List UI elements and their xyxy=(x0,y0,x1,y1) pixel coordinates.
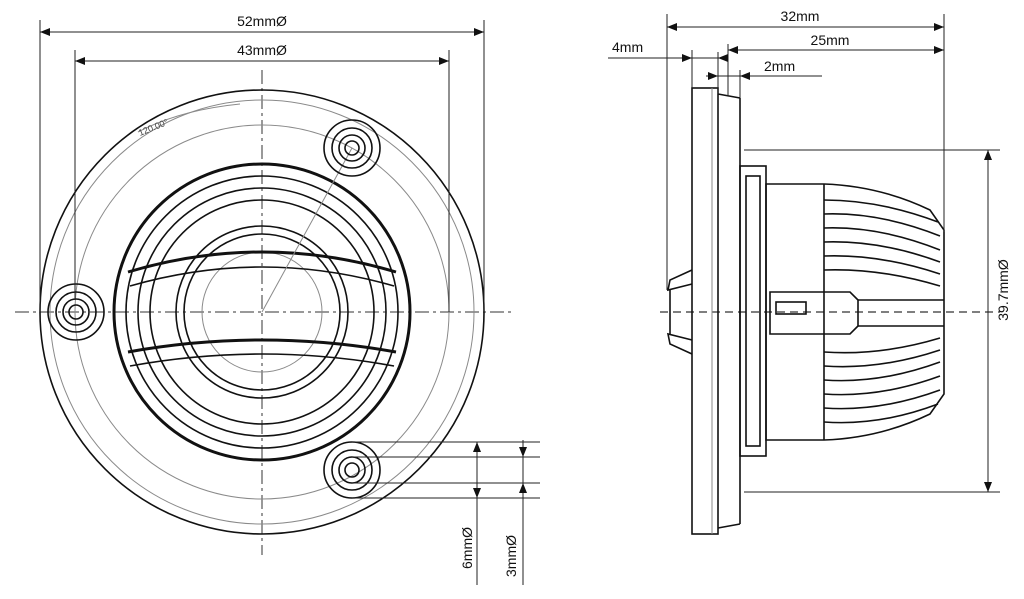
side-body xyxy=(765,183,945,441)
dome-ring-outer xyxy=(175,225,349,399)
radial-line xyxy=(261,147,353,313)
dome-ring-inner xyxy=(183,233,341,391)
angle-label: 120.00° xyxy=(137,117,170,138)
side-body-collar-inner xyxy=(745,175,761,447)
mounting-hole-bottom-right xyxy=(323,441,381,499)
dim-flange-diameter: 43mmØ xyxy=(237,42,287,58)
grille-outer-ring xyxy=(112,162,412,462)
mounting-hole-left xyxy=(47,283,105,341)
side-fins-bottom xyxy=(823,337,941,424)
dim-hole-outer: 6mmØ xyxy=(459,527,475,569)
dim-step: 2mm xyxy=(764,58,795,74)
side-clip-bottom xyxy=(666,332,693,355)
side-clip-top xyxy=(666,269,693,292)
dim-body-depth: 25mm xyxy=(811,32,850,48)
dim-total-depth: 32mm xyxy=(781,8,820,24)
mounting-hole-top-right xyxy=(323,119,381,177)
side-view xyxy=(660,87,1000,535)
angle-arc xyxy=(137,103,241,133)
outer-flange-inner-edge xyxy=(49,99,475,525)
grille-bar-bottom-inner xyxy=(129,353,395,367)
dim-hole-inner: 3mmØ xyxy=(503,535,519,577)
side-terminal xyxy=(769,291,859,335)
front-view: 120.00° xyxy=(15,70,515,555)
side-fins-top xyxy=(823,199,941,287)
dim-height: 39.7mmØ xyxy=(995,259,1011,321)
grille-bar-bottom xyxy=(127,338,397,354)
grille-ring-3 xyxy=(137,187,387,437)
side-dimensions: 32mm 25mm 4mm 2mm 39.7mmØ xyxy=(608,8,1011,493)
grille-bar-top-inner xyxy=(129,266,395,287)
dim-flange-thickness: 4mm xyxy=(612,39,643,55)
grille-bar-top xyxy=(127,250,397,274)
side-flange xyxy=(691,87,719,535)
front-dimensions: 52mmØ 43mmØ 6mmØ 3mmØ xyxy=(39,13,540,585)
side-body-collar xyxy=(739,165,767,457)
dim-outer-diameter: 52mmØ xyxy=(237,13,287,29)
grille-ring-4 xyxy=(149,199,375,425)
grille-ring-2 xyxy=(125,175,399,449)
